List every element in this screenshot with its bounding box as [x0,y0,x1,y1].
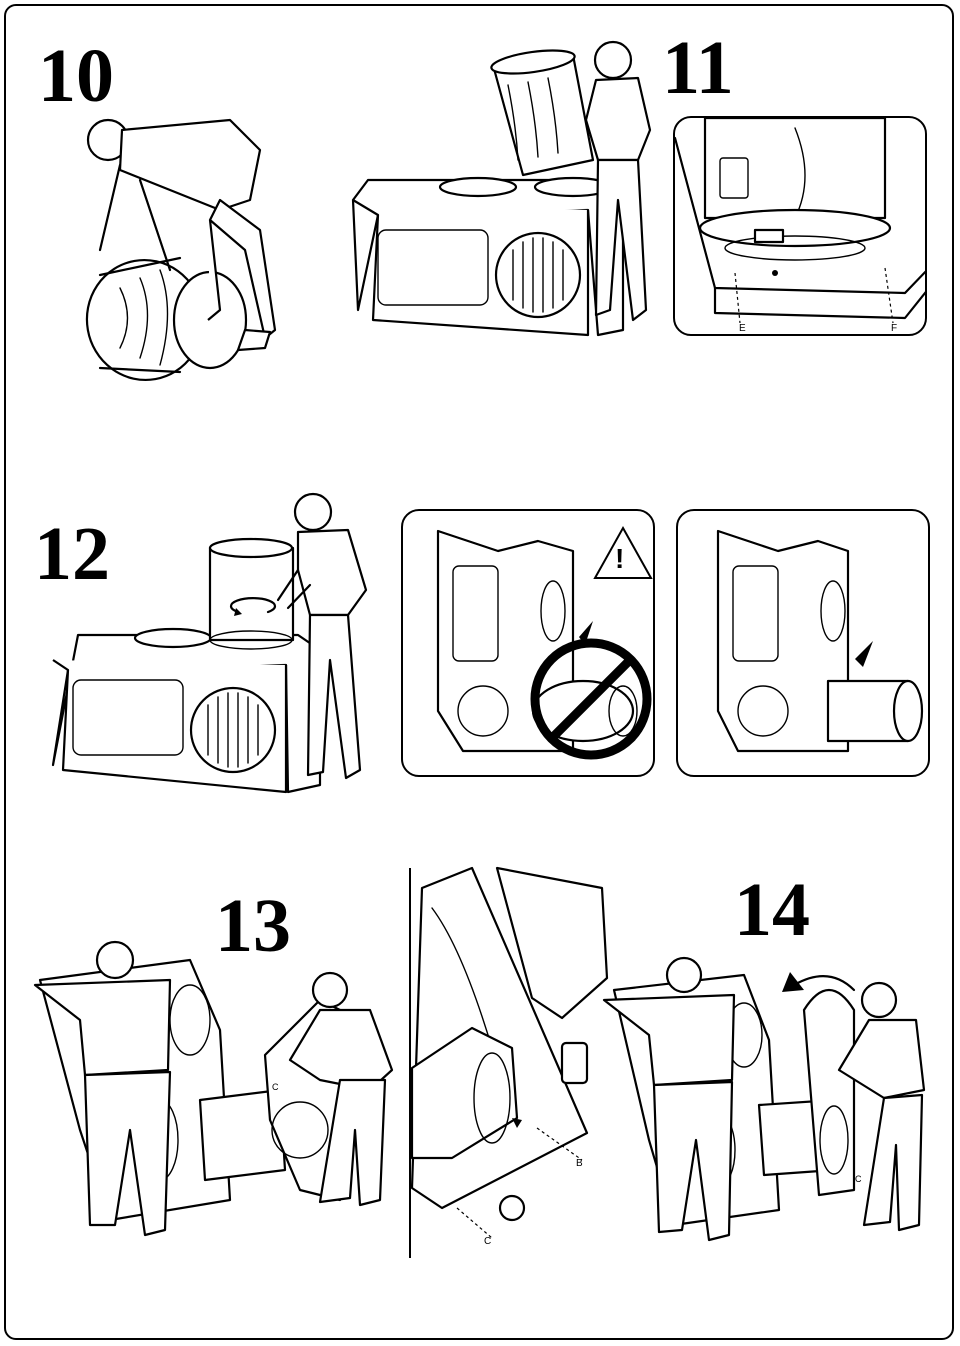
step-10-illustration [85,118,277,382]
step-12-illustration [51,492,368,794]
warning-symbol: ! [615,543,625,574]
instruction-page [4,4,954,1340]
step-number-13: 13 [215,884,291,968]
callout-e: E [739,323,746,334]
callout-c-step-14: C [855,1174,862,1184]
callout-b: B [576,1158,583,1169]
warning-triangle-icon [593,525,653,579]
callout-f: F [891,323,898,334]
warning-incorrect-panel: ! [401,509,655,777]
step-11-detail-illustration [675,118,925,324]
step-13-illustration [33,940,394,1237]
step-13-detail-illustration [410,866,609,1239]
step-number-10: 10 [38,34,114,118]
correct-assembly-illustration [716,529,924,753]
step-14-illustration [602,956,926,1242]
step-11-detail-panel: E F [673,116,927,336]
correct-assembly-panel [676,509,930,777]
step-number-14: 14 [734,868,810,952]
callout-c-detail: C [484,1236,492,1247]
step-11-illustration [351,40,652,337]
detail-divider-line [409,868,411,1258]
callout-c-step-13: C [272,1082,279,1092]
step-number-11: 11 [662,26,734,110]
step-number-12: 12 [34,512,110,596]
prohibited-icon [530,638,652,760]
